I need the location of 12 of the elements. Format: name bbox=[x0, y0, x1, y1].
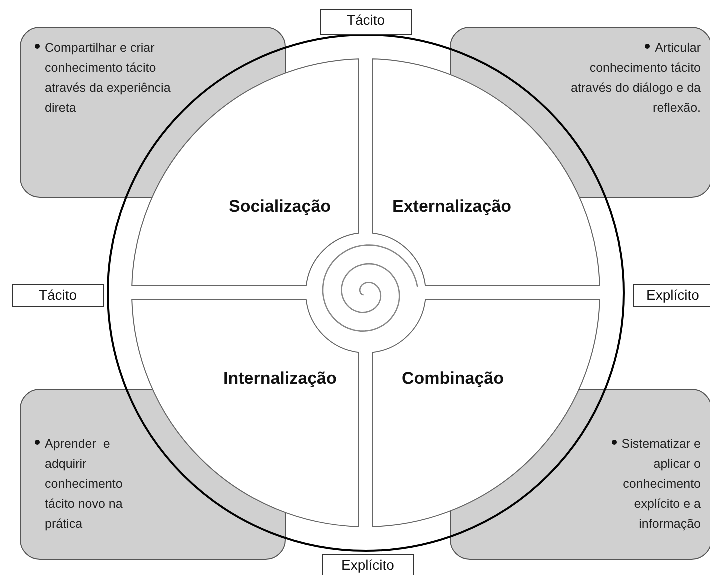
quadrant-title: Combinação bbox=[402, 369, 504, 389]
quadrant-title: Internalização bbox=[224, 369, 337, 389]
bullet-text: Aprender e adquirir conhecimento tácito novo na prática bbox=[35, 434, 145, 534]
axis-label: Explícito bbox=[322, 554, 414, 575]
bullet-text: Articular conhecimento tácito através do diálogo e da reflexão. bbox=[571, 38, 701, 118]
bullet-text: Sistematizar e aplicar o conhecimento explícito e a informação bbox=[581, 434, 701, 534]
axis-label: Explícito bbox=[633, 284, 710, 307]
bullet-text: Compartilhar e criar conhecimento tácito através da experiência direta bbox=[35, 38, 187, 118]
quadrant-title: Externalização bbox=[392, 197, 512, 217]
axis-label: Tácito bbox=[12, 284, 104, 307]
axis-label: Tácito bbox=[320, 9, 412, 35]
quadrant-title: Socialização bbox=[229, 197, 332, 217]
